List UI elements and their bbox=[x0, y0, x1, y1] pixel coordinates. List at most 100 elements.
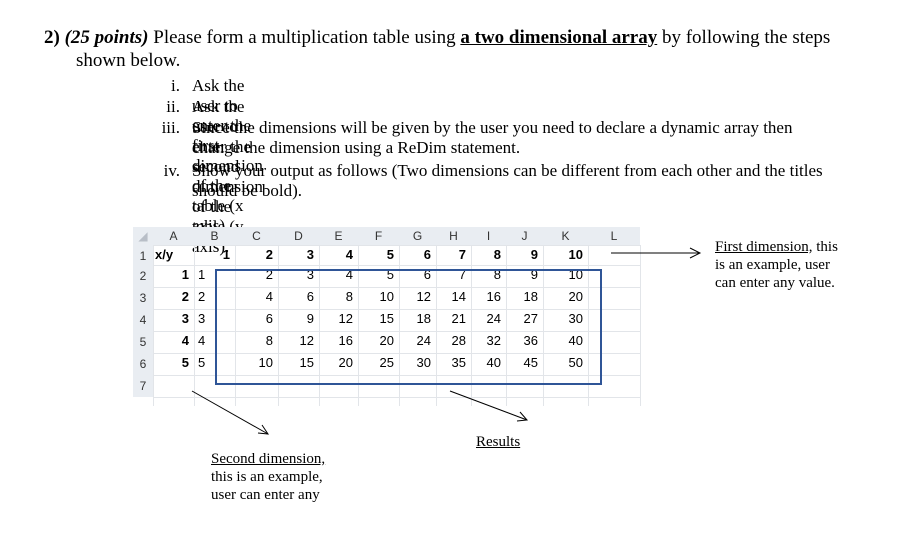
row-header: 2 bbox=[133, 265, 154, 287]
result-cell: 2 bbox=[198, 289, 206, 304]
second-dimension-text: this is an example, bbox=[211, 469, 323, 485]
column-header: D bbox=[278, 227, 319, 246]
result-cell: 30 bbox=[568, 311, 583, 326]
x-header-cell: 3 bbox=[306, 247, 314, 262]
result-cell: 8 bbox=[345, 289, 353, 304]
grid-line bbox=[153, 245, 640, 246]
result-cell: 20 bbox=[379, 333, 394, 348]
column-header: G bbox=[399, 227, 436, 246]
column-header: J bbox=[506, 227, 543, 246]
first-dimension-arrowhead bbox=[689, 247, 702, 259]
result-cell: 28 bbox=[451, 333, 466, 348]
column-header: F bbox=[358, 227, 399, 246]
question-line-2: shown below. bbox=[76, 50, 181, 71]
question-text: 2) (25 points) Please form a multiplicat… bbox=[44, 26, 904, 72]
row-header: 4 bbox=[133, 309, 154, 331]
row-header: 6 bbox=[133, 353, 154, 375]
row-header: 3 bbox=[133, 287, 154, 309]
x-header-cell: 6 bbox=[423, 247, 431, 262]
grid-line bbox=[153, 287, 640, 288]
x-header-cell: 5 bbox=[386, 247, 394, 262]
result-cell: 18 bbox=[523, 289, 538, 304]
first-dimension-text: is an example, user bbox=[715, 257, 830, 273]
result-cell: 3 bbox=[306, 267, 314, 282]
grid-line bbox=[153, 397, 640, 398]
x-header-cell: 8 bbox=[493, 247, 501, 262]
result-cell: 27 bbox=[523, 311, 538, 326]
column-header: C bbox=[235, 227, 278, 246]
result-cell: 12 bbox=[416, 289, 431, 304]
result-cell: 2 bbox=[265, 267, 273, 282]
grid-line bbox=[436, 245, 437, 406]
result-cell: 40 bbox=[486, 355, 501, 370]
grid-line bbox=[358, 245, 359, 406]
x-header-cell: 10 bbox=[568, 247, 583, 262]
question-text-after: by following the steps bbox=[661, 27, 831, 48]
result-cell: 14 bbox=[451, 289, 466, 304]
grid-line bbox=[235, 245, 236, 406]
question-text-before: Please form a multiplication table using bbox=[153, 27, 456, 48]
step-text: should be bold). bbox=[192, 181, 303, 200]
result-cell: 24 bbox=[416, 333, 431, 348]
column-header: I bbox=[471, 227, 506, 246]
result-cell: 50 bbox=[568, 355, 583, 370]
result-cell: 6 bbox=[306, 289, 314, 304]
second-dimension-note: Second dimension, this is an example, us… bbox=[211, 450, 325, 504]
second-dimension-arrowhead bbox=[257, 424, 270, 435]
first-dimension-text: this bbox=[816, 239, 838, 255]
grid-line bbox=[640, 245, 641, 406]
result-cell: 3 bbox=[198, 311, 206, 326]
question-emphasis: a two dimensional array bbox=[460, 27, 658, 48]
step-number: ii. bbox=[166, 97, 180, 116]
second-dimension-text: user can enter any bbox=[211, 487, 320, 503]
step-text: Since the dimensions will be given by th… bbox=[192, 118, 793, 137]
column-header: B bbox=[194, 227, 235, 246]
grid-line bbox=[588, 245, 589, 406]
row-header: 1 bbox=[133, 245, 154, 267]
grid-line bbox=[153, 331, 640, 332]
question-points: (25 points) bbox=[64, 27, 149, 48]
column-header: L bbox=[588, 227, 640, 246]
x-header-cell: 7 bbox=[458, 247, 466, 262]
y-header-cell: 2 bbox=[181, 289, 189, 304]
corner-label: x/y bbox=[155, 247, 174, 262]
column-header: E bbox=[319, 227, 358, 246]
corner-cell: ◢ bbox=[133, 227, 153, 246]
grid-line bbox=[153, 245, 154, 406]
grid-line bbox=[278, 245, 279, 406]
y-header-cell: 3 bbox=[181, 311, 189, 326]
result-cell: 9 bbox=[306, 311, 314, 326]
result-cell: 8 bbox=[265, 333, 273, 348]
result-cell: 12 bbox=[338, 311, 353, 326]
result-cell: 4 bbox=[345, 267, 353, 282]
first-dimension-text: can enter any value. bbox=[715, 275, 835, 291]
result-cell: 18 bbox=[416, 311, 431, 326]
result-cell: 40 bbox=[568, 333, 583, 348]
grid-line bbox=[471, 245, 472, 406]
grid-line bbox=[506, 245, 507, 406]
result-cell: 35 bbox=[451, 355, 466, 370]
x-header-cell: 9 bbox=[530, 247, 538, 262]
result-cell: 45 bbox=[523, 355, 538, 370]
y-header-cell: 5 bbox=[181, 355, 189, 370]
column-header: A bbox=[153, 227, 194, 246]
column-header: H bbox=[436, 227, 471, 246]
row-header: 7 bbox=[133, 375, 154, 397]
result-cell: 25 bbox=[379, 355, 394, 370]
result-cell: 5 bbox=[198, 355, 206, 370]
results-note: Results bbox=[476, 433, 520, 451]
result-cell: 21 bbox=[451, 311, 466, 326]
question-line-1: 2) (25 points) Please form a multiplicat… bbox=[44, 26, 904, 49]
grid-line bbox=[153, 265, 640, 266]
result-cell: 16 bbox=[338, 333, 353, 348]
result-cell: 12 bbox=[299, 333, 314, 348]
results-label: Results bbox=[476, 434, 521, 450]
result-cell: 15 bbox=[299, 355, 314, 370]
second-dimension-title: Second dimension, bbox=[211, 451, 326, 467]
result-cell: 16 bbox=[486, 289, 501, 304]
results-arrowhead bbox=[516, 411, 529, 422]
result-cell: 20 bbox=[338, 355, 353, 370]
step-text: Ask the user to enter the second dimensi… bbox=[192, 97, 263, 256]
first-dimension-note: First dimension, this is an example, use… bbox=[715, 238, 838, 292]
